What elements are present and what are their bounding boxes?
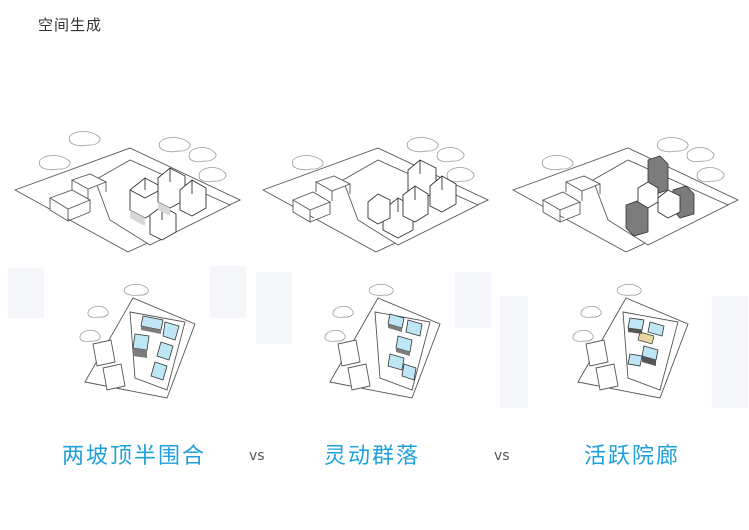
option-label-1: 两坡顶半围合 [62, 444, 207, 469]
background-panel [256, 272, 292, 344]
plan-diagram-3 [572, 283, 689, 399]
background-panel [500, 296, 528, 408]
background-panel [455, 272, 491, 328]
background-panel [210, 266, 246, 318]
vs-separator-2: vs [494, 448, 510, 464]
background-panel [712, 296, 748, 408]
vs-separator-1: vs [249, 448, 265, 464]
axonometric-diagram-2 [261, 137, 490, 253]
axonometric-diagram-3 [511, 137, 740, 253]
plan-diagram-2 [324, 283, 441, 399]
axonometric-diagram-1 [13, 131, 242, 253]
background-panel [8, 268, 44, 318]
option-label-3: 活跃院廊 [584, 444, 681, 469]
page-title: 空间生成 [38, 16, 103, 34]
option-label-2: 灵动群落 [324, 444, 421, 469]
plan-diagram-1 [79, 283, 196, 399]
